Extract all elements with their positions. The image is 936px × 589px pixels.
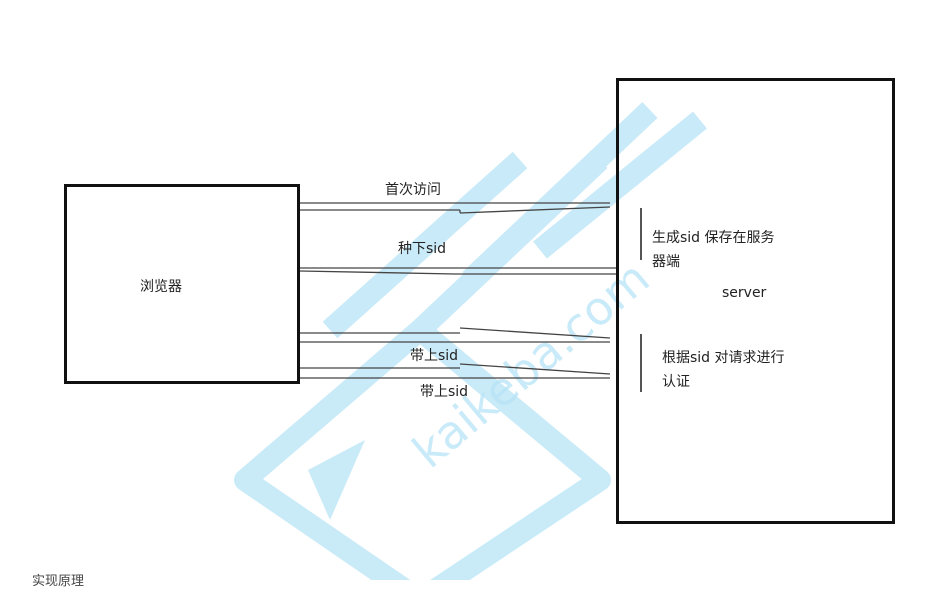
note-auth-line2: 认证 [662, 374, 690, 390]
note-bar-auth [640, 334, 642, 392]
note-generate-sid: 生成sid 保存在服务 器端 [652, 226, 775, 274]
note-generate-line1: 生成sid 保存在服务 [652, 230, 775, 246]
arrow-label-first-visit: 首次访问 [385, 182, 441, 198]
arrow-label-set-sid: 种下sid [398, 241, 447, 257]
arrow-label-carry-sid-1: 带上sid [410, 348, 459, 364]
note-auth-line1: 根据sid 对请求进行 [662, 350, 785, 366]
server-box [616, 78, 895, 524]
arrow-set-sid [299, 267, 616, 275]
browser-box [64, 184, 300, 384]
note-bar-generate [640, 208, 642, 260]
arrow-first-visit [300, 202, 611, 214]
arrow-label-carry-sid-2: 带上sid [420, 384, 469, 400]
server-label: server [722, 285, 767, 301]
note-generate-line2: 器端 [652, 254, 680, 270]
arrow-carry-sid-2 [300, 363, 611, 379]
browser-label: 浏览器 [140, 279, 182, 295]
note-auth-sid: 根据sid 对请求进行 认证 [662, 346, 785, 394]
arrow-carry-sid-1 [300, 327, 611, 343]
